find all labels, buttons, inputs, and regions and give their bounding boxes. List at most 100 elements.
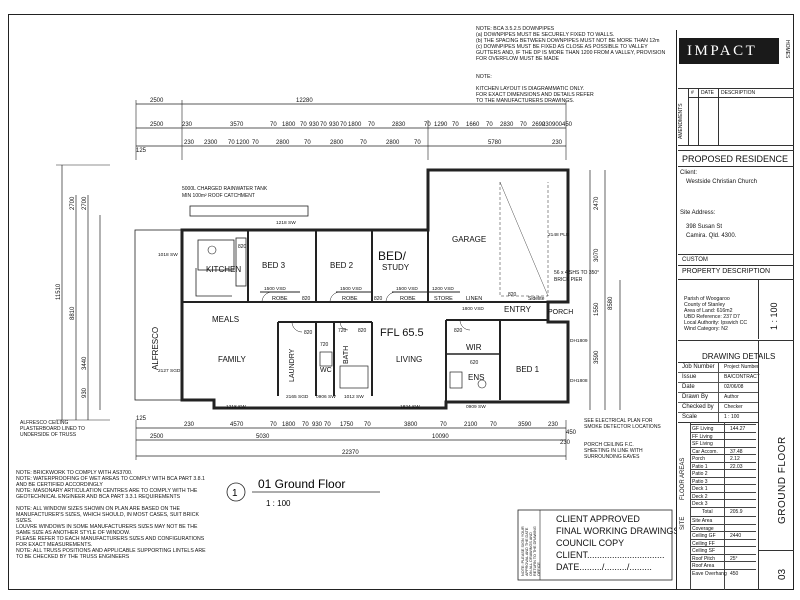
dim-top-2: 70: [300, 122, 307, 128]
brand-logo: IMPACT: [679, 38, 779, 64]
dim-right: 3590: [594, 350, 600, 364]
dim-bottom-1: 70: [440, 422, 447, 428]
porch-note: SURROUNDING EAVES: [584, 454, 640, 460]
dim-bottom-1: 230: [548, 422, 559, 428]
detail-value: BA/CONTRACT: [724, 374, 760, 380]
approval-stamp-line: NOTE: PLEASE SIGN YOUR: [521, 526, 525, 576]
window-label: DH1809: [570, 338, 588, 344]
dim-top-3: 70: [360, 140, 367, 146]
approval-line: CLIENT...............................: [556, 550, 665, 560]
room-family: FAMILY: [218, 355, 247, 364]
window-label: 1012 SW: [344, 394, 364, 400]
kitchen-note-line: FOR EXACT DIMENSIONS AND DETAILS REFER: [476, 92, 594, 98]
door-width: 720: [338, 328, 347, 334]
site-value: 25°: [730, 555, 738, 562]
drawing-sheet-border: [8, 14, 794, 590]
dim-top-2: 70: [340, 122, 347, 128]
area-label: FF Living: [692, 433, 713, 440]
dim-top-2: 930: [329, 122, 340, 128]
room-wc: WC: [320, 367, 332, 374]
dim-left: 930: [82, 387, 88, 398]
room-meals: MEALS: [212, 315, 239, 324]
brand-sub: HOMES: [784, 40, 790, 59]
detail-label: Date: [682, 384, 695, 390]
dim-bottom-1: 1800: [282, 422, 296, 428]
site-areas-label: SITE: [680, 516, 686, 530]
downpipe-notes: NOTE: BCA 3.5.2.5 DOWNPIPES (a) DOWNPIPE…: [476, 26, 676, 104]
dim-bottom-1: 70: [270, 422, 277, 428]
ubd-reference: UBD Reference: 237 D7: [684, 314, 740, 320]
dim-top-2: 70: [486, 122, 493, 128]
dim-bottom-1: 1750: [340, 422, 354, 428]
dim-top-2: 450: [562, 122, 573, 128]
robe-label: ROBE: [272, 296, 288, 302]
dim-top-2: 2690: [532, 122, 546, 128]
dim-top-3: 2800: [386, 140, 400, 146]
dim-bottom-1: 3800: [404, 422, 418, 428]
approval-line: COUNCIL COPY: [556, 538, 624, 548]
dim-top-3: 70: [252, 140, 259, 146]
dim-bottom-3: 22370: [342, 450, 359, 456]
downpipe-note-line: (a) DOWNPIPES MUST BE SECURELY FIXED TO …: [476, 32, 615, 38]
title-block: IMPACT HOMES: [676, 30, 794, 590]
area-row: Deck 3: [690, 499, 756, 508]
side-scale: 1 : 100: [769, 302, 779, 330]
detail-label: Scale: [682, 414, 698, 420]
dim-bottom-2: 5030: [256, 434, 270, 440]
construction-notes: NOTE: BRICKWORK TO COMPLY WITH AS3700. N…: [16, 470, 212, 560]
area-value: 2.12: [730, 456, 740, 462]
site-label: Ceiling SF: [692, 548, 716, 554]
dim-left: 8810: [70, 306, 76, 320]
amendments-table: AMENDMENTS # DATE DESCRIPTION: [678, 88, 794, 146]
window-label: 2165 SGD: [286, 394, 309, 400]
dim-right: 1550: [594, 302, 600, 316]
site-row: Ceiling FF: [690, 538, 756, 548]
door-width: 820: [358, 328, 367, 334]
downpipe-note-line: (b) THE SPACING BETWEEN DOWNPIPES MUST N…: [476, 38, 660, 44]
detail-label: Issue: [682, 374, 697, 380]
room-laundry: LAUNDRY: [289, 348, 296, 382]
client-name: Westside Christian Church: [686, 179, 757, 185]
room-wir: WIR: [466, 343, 482, 352]
approval-line: DATE........./........./.........: [556, 562, 652, 572]
county: County of Stanley: [684, 302, 725, 308]
porch-note: PORCH CEILING F.C.: [584, 442, 634, 448]
detail-value: Checker: [724, 404, 743, 410]
dim-bottom-1: 70: [364, 422, 371, 428]
client-label: Client:: [680, 170, 698, 176]
dim-top-2: 230: [182, 122, 193, 128]
window-label: 2148 PLD: [548, 232, 570, 238]
site-label: Site Address:: [680, 210, 716, 216]
area-label: Deck 1: [692, 486, 708, 492]
view-number: 1: [232, 488, 238, 499]
detail-value: Author: [724, 394, 739, 400]
room-alfresco: ALFRESCO: [151, 327, 160, 370]
land-area: Area of Land: 616m2: [684, 308, 733, 314]
custom-label: CUSTOM: [682, 257, 708, 263]
dim-bottom-2: 10090: [432, 434, 449, 440]
amendments-col-date: DATE: [701, 90, 714, 96]
area-row: Car Accom.37.48: [690, 446, 756, 456]
downpipe-note-line: (c) DOWNPIPES MUST BE FIXED AS CLOSE AS …: [476, 44, 648, 50]
area-row: Deck 2: [690, 491, 756, 501]
dim-top-2: 900: [552, 122, 563, 128]
approval-line: CLIENT APPROVED: [556, 514, 640, 524]
room-kitchen: KITCHEN: [206, 265, 241, 274]
robe-label: ROBE: [342, 296, 358, 302]
room-bed-3: BED 3: [262, 261, 286, 270]
parish: Parish of Woogaroo: [684, 296, 730, 302]
area-value: 144.27: [730, 426, 746, 432]
dim-top-2: 2830: [500, 122, 514, 128]
dim-left: 2700: [70, 196, 76, 210]
construction-note: NOTE: ALL TRUSS POSITIONS AND APPLICABLE…: [16, 548, 206, 560]
room-porch: PORCH: [548, 309, 573, 316]
dim-left: 2700: [82, 196, 88, 210]
window-label: 1824 SW: [400, 404, 420, 410]
tank-note: 5000L CHARGED RAINWATER TANK: [182, 186, 268, 192]
alfresco-note: PLASTERBOARD LINED TO: [20, 426, 85, 432]
dim-top-2: 1800: [282, 122, 296, 128]
